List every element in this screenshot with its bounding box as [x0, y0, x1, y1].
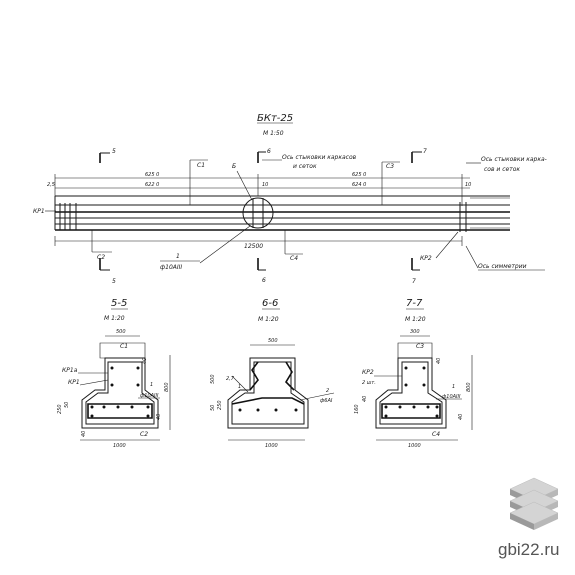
top-dimension-lines [54, 174, 470, 206]
svg-text:50: 50 [210, 405, 216, 411]
beam-elevation [54, 195, 510, 232]
svg-text:КР1а: КР1а [62, 367, 78, 374]
watermark-text: gbi22.ru [498, 540, 559, 559]
svg-text:5: 5 [112, 278, 116, 285]
rebar-dots-7 [384, 366, 439, 418]
section-5-title: 5-5 [111, 298, 127, 309]
label-c1: С1 [197, 162, 205, 169]
joint-circle [242, 197, 274, 229]
section-7-title: 7-7 [406, 298, 423, 309]
svg-text:ф10АIII: ф10АIII [140, 393, 159, 399]
svg-text:40: 40 [362, 396, 368, 402]
label-kp1: КР1 [33, 208, 45, 215]
svg-text:1000: 1000 [408, 443, 421, 449]
svg-text:2: 2 [326, 388, 329, 394]
section-mark-5-bottom: 5 [99, 258, 116, 285]
svg-text:КР2: КР2 [362, 369, 374, 376]
svg-text:1: 1 [238, 384, 241, 390]
section-mark-7-top: 7 [411, 148, 427, 163]
svg-text:С4: С4 [432, 431, 440, 438]
svg-text:6: 6 [262, 277, 266, 284]
dim-2-5: 2,5 [47, 182, 55, 188]
elevation-scale: М 1:50 [263, 130, 284, 137]
leader-rebar [199, 225, 251, 264]
dim-total: 12500 [244, 243, 263, 250]
elevation-title: БКт-25 [257, 113, 293, 124]
svg-text:800: 800 [466, 382, 472, 392]
svg-text:ф10АIII: ф10АIII [442, 394, 461, 400]
rebar-dots-5 [90, 366, 150, 418]
dim-c1-length: 625 0 [145, 172, 159, 178]
rebar-callout-num: 1 [176, 253, 180, 260]
note-joint-right-2: сов и сеток [484, 166, 520, 173]
section-6-scale: М 1:20 [258, 316, 279, 323]
svg-text:5: 5 [112, 148, 116, 155]
section-5-scale: М 1:20 [104, 315, 125, 322]
svg-text:1: 1 [452, 384, 455, 390]
dim-gap-end: 10 [465, 182, 471, 188]
svg-text:50: 50 [64, 402, 70, 408]
label-c2: С2 [97, 254, 105, 261]
leader-symmetry [465, 245, 479, 269]
svg-text:С3: С3 [416, 343, 424, 350]
dim-c3-length: 625 0 [352, 172, 366, 178]
svg-text:40: 40 [436, 358, 442, 364]
svg-text:2 шт.: 2 шт. [362, 380, 376, 386]
svg-text:160: 160 [354, 404, 360, 414]
section-mark-6-top: 6 [257, 148, 271, 163]
dim-c4-length: 624 0 [352, 182, 366, 188]
svg-text:40: 40 [156, 414, 162, 420]
section-6-title: 6-6 [262, 298, 278, 309]
label-c4: С4 [290, 255, 298, 262]
svg-text:250: 250 [57, 404, 63, 414]
label-c3: С3 [386, 163, 394, 170]
label-kp2: КР2 [420, 255, 432, 262]
svg-text:ф6АI: ф6АI [320, 398, 333, 404]
note-symmetry: Ось симметрии [478, 263, 527, 270]
dim-gap-center: 10 [262, 182, 268, 188]
rebar-callout: ф10АIII [160, 264, 182, 271]
section-7-7: 7-7 М 1:20 300 40 800 160 40 40 1000 С3 … [354, 298, 473, 449]
section-mark-6-bottom: 6 [257, 258, 266, 284]
leader-kp2 [435, 231, 459, 259]
svg-text:7: 7 [412, 278, 416, 285]
section-mark-7-bottom: 7 [411, 258, 420, 285]
svg-text:2,7: 2,7 [226, 376, 235, 382]
svg-text:1000: 1000 [113, 443, 126, 449]
svg-text:1000: 1000 [265, 443, 278, 449]
svg-text:6: 6 [267, 148, 271, 155]
section-7-scale: М 1:20 [405, 316, 426, 323]
label-b: Б [232, 163, 236, 170]
svg-text:250: 250 [217, 400, 223, 410]
stacked-slabs-icon [509, 477, 559, 530]
note-joint-center-2: и сеток [293, 163, 317, 170]
svg-text:500: 500 [268, 338, 278, 344]
svg-text:С2: С2 [140, 431, 148, 438]
svg-text:300: 300 [410, 329, 420, 335]
leader-b [236, 170, 253, 201]
note-joint-right-1: Ось стыковки карка- [481, 156, 547, 163]
svg-text:С1: С1 [120, 343, 128, 350]
section-mark-5-top: 5 [99, 148, 116, 163]
section-5-5: 5-5 М 1:20 500 40 800 250 50 40 40 1000 … [57, 298, 171, 449]
svg-text:500: 500 [116, 329, 126, 335]
dim-c2-length: 622 0 [145, 182, 159, 188]
svg-text:1: 1 [150, 382, 153, 388]
section-6-6: 6-6 М 1:20 500 500 50 250 1000 2,7 1 2 ф… [210, 298, 335, 449]
svg-text:7: 7 [423, 148, 427, 155]
note-joint-center-1: Ось стыковки каркасов [282, 154, 357, 161]
svg-text:500: 500 [210, 374, 216, 384]
rebar-dots-6 [238, 408, 298, 412]
svg-text:40: 40 [81, 431, 87, 437]
svg-text:КР1: КР1 [68, 379, 80, 386]
svg-text:800: 800 [164, 382, 170, 392]
total-dimension [54, 236, 463, 246]
svg-text:40: 40 [458, 414, 464, 420]
